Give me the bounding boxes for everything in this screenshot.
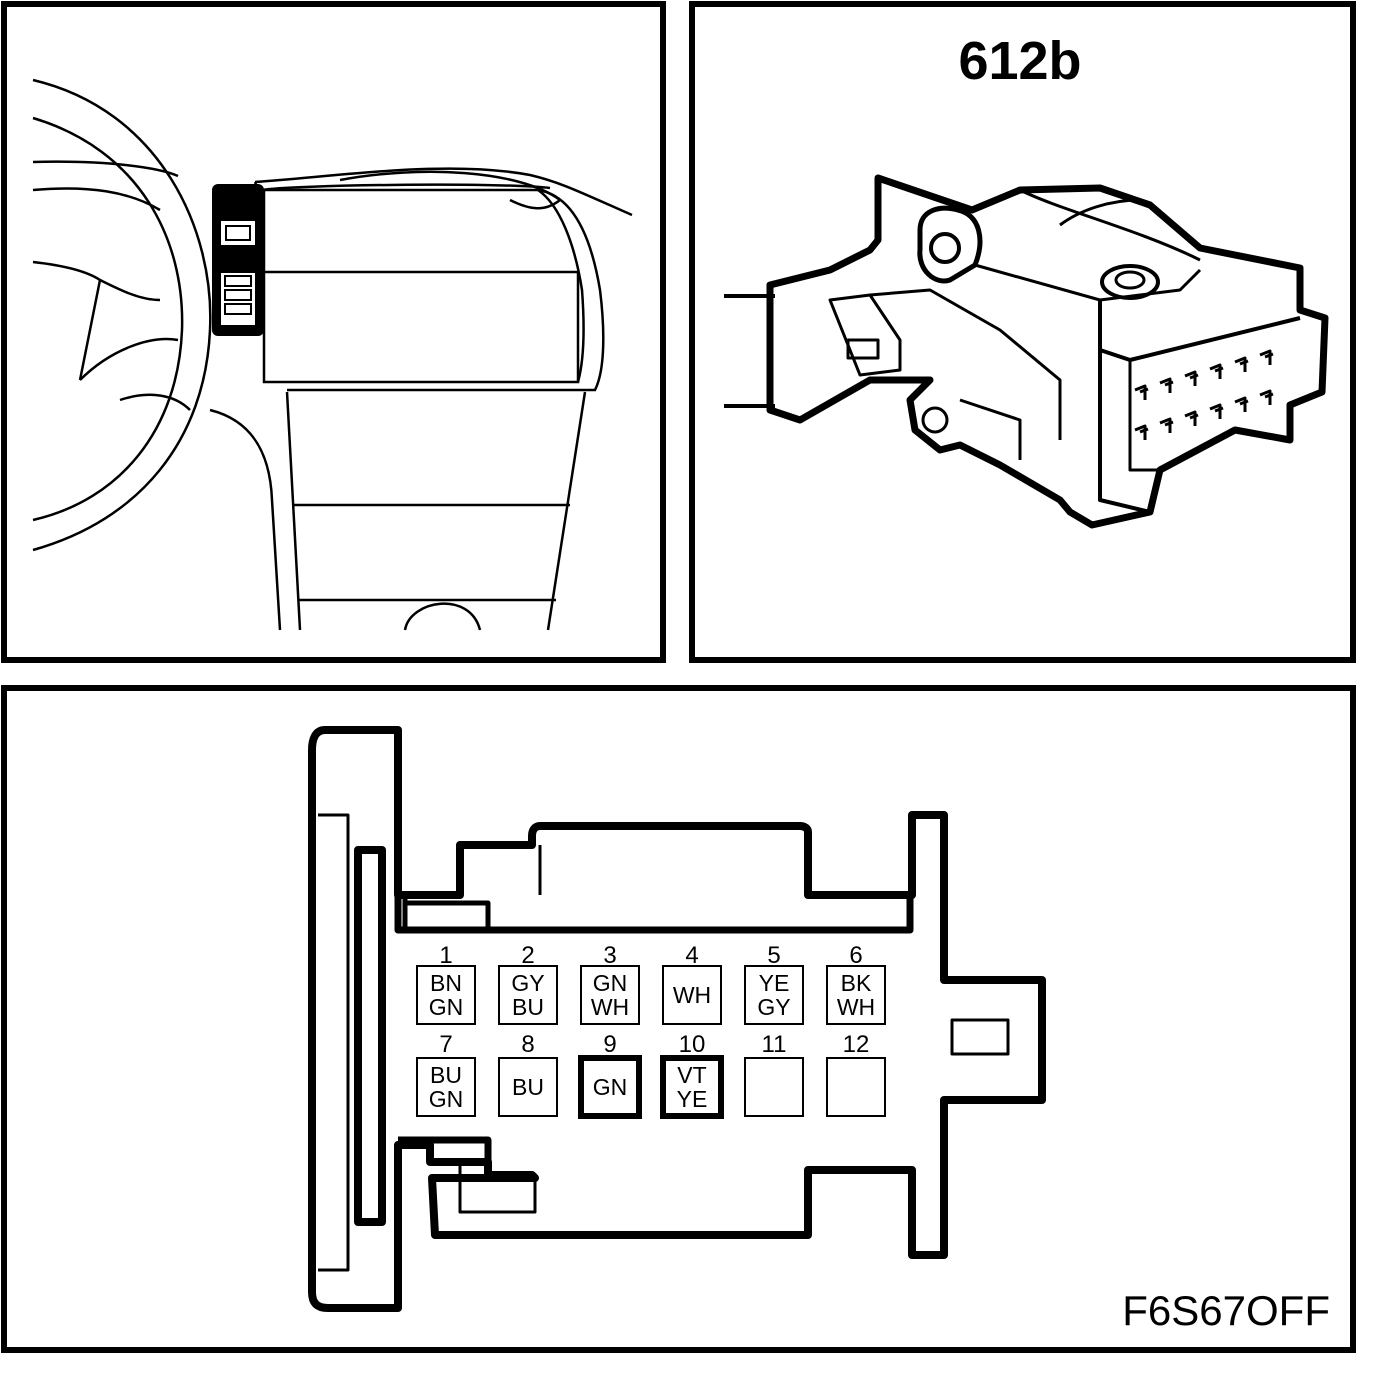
pin-cavity <box>744 965 804 1025</box>
connector-id-label: 612b <box>958 31 1081 91</box>
pin-cavity <box>826 1057 886 1117</box>
pin-layout-panel-frame <box>1 685 1356 1353</box>
pin-grid: 1BNGN2GYBU3GNWH4WH5YEGY6BKWH7BUGN8BU9GN1… <box>416 942 886 1119</box>
pin-12: 12 <box>826 1031 886 1117</box>
wire-color-label: GN <box>429 1086 464 1112</box>
pin-cavity <box>662 965 722 1025</box>
pin-8: 8BU <box>498 1031 558 1117</box>
wire-color-label: GN <box>593 970 628 996</box>
pin-number: 2 <box>521 942 534 969</box>
pin-cavity <box>826 965 886 1025</box>
pin-number: 7 <box>439 1031 452 1058</box>
wire-color-label: YE <box>759 970 790 996</box>
wire-color-label: BU <box>512 994 544 1020</box>
pin-4: 4WH <box>662 942 722 1025</box>
pin-number: 10 <box>679 1031 706 1058</box>
pin-11: 11 <box>744 1031 804 1117</box>
wire-color-label: BN <box>430 970 462 996</box>
wire-color-label: BU <box>512 1074 544 1100</box>
wire-color-label: GY <box>511 970 544 996</box>
connector-3d-drawing <box>724 174 1329 529</box>
connector-view-panel-frame <box>689 1 1356 663</box>
pin-cavity <box>498 965 558 1025</box>
pin-cavity <box>416 1057 476 1117</box>
wire-color-label: YE <box>677 1086 708 1112</box>
pin-cavity <box>416 965 476 1025</box>
connector-view-panel: 612b <box>689 1 1356 663</box>
dashboard-drawing <box>32 78 633 631</box>
pin-number: 6 <box>849 942 862 969</box>
pin-number: 9 <box>603 1031 616 1058</box>
location-panel <box>1 1 666 663</box>
switch-cluster-location <box>212 184 264 336</box>
wire-color-label: WH <box>837 994 875 1020</box>
wire-color-label: BK <box>841 970 872 996</box>
pin-number: 4 <box>685 942 698 969</box>
wire-color-label: GN <box>593 1074 628 1100</box>
location-panel-frame <box>1 1 666 663</box>
connector-face-outline <box>308 726 1046 1312</box>
pin-layout-panel: 1BNGN2GYBU3GNWH4WH5YEGY6BKWH7BUGN8BU9GN1… <box>1 685 1356 1353</box>
pin-number: 5 <box>767 942 780 969</box>
pin-cavity <box>578 1055 642 1119</box>
pin-number: 1 <box>439 942 452 969</box>
figure-code: F6S67OFF <box>1122 1287 1330 1334</box>
wire-color-label: BU <box>430 1062 462 1088</box>
pin-number: 11 <box>762 1031 787 1058</box>
pin-cavity <box>580 965 640 1025</box>
pin-number: 12 <box>843 1031 870 1058</box>
pin-cavity <box>660 1055 724 1119</box>
pin-cavity <box>498 1057 558 1117</box>
pin-number: 3 <box>603 942 616 969</box>
wire-color-label: VT <box>677 1062 706 1088</box>
pin-9: 9GN <box>578 1031 642 1119</box>
wire-color-label: GN <box>429 994 464 1020</box>
pin-cavity <box>744 1057 804 1117</box>
wire-color-label: WH <box>591 994 629 1020</box>
wire-color-label: WH <box>673 982 711 1008</box>
wire-color-label: GY <box>757 994 790 1020</box>
pin-number: 8 <box>521 1031 534 1058</box>
